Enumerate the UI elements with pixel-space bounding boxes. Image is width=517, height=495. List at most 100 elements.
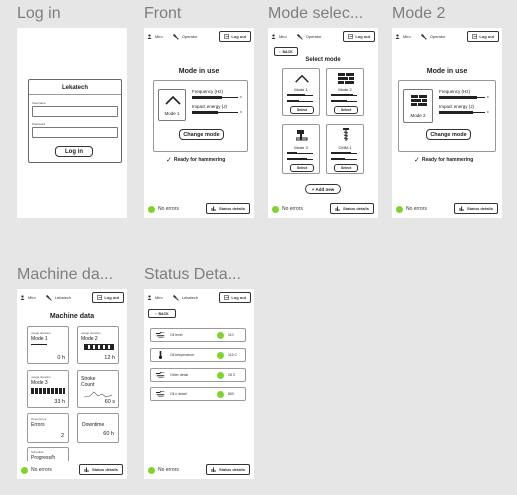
logout-label: Log out xyxy=(104,295,119,300)
arrow-left-icon: ‹ xyxy=(279,49,281,54)
status-details-button[interactable]: Status details xyxy=(453,203,498,214)
change-mode-button[interactable]: Change mode xyxy=(426,129,471,140)
frame-title-mode2: Mode 2 xyxy=(392,5,446,22)
frequency-label: Frequency (Hz) xyxy=(192,89,224,94)
frequency-max: 8 xyxy=(240,95,242,99)
front-screen: Miro Operator Log out Mode in use Mode 1… xyxy=(144,28,254,218)
select-button[interactable]: Select xyxy=(334,106,358,114)
login-heading: Lekatech xyxy=(61,85,88,91)
mode-bar-track xyxy=(331,153,357,154)
energy-bar-track xyxy=(439,112,485,113)
card-progress-bar xyxy=(31,388,65,394)
frame-title-status-details: Status Deta... xyxy=(144,266,241,283)
status-ok-dot xyxy=(217,331,224,339)
mode-bar-track xyxy=(331,159,357,160)
mode-card-4[interactable]: CMM-1 Select xyxy=(326,124,364,174)
card-caption: usage duration xyxy=(81,331,101,335)
card-caption: Occurrence xyxy=(31,417,47,421)
logout-button[interactable]: Log out xyxy=(92,292,124,303)
mode-card: Mode 1 Frequency (Hz) 8 Impact energy (J… xyxy=(153,80,248,152)
bar-chart-icon xyxy=(84,467,89,472)
status-row-label: Oil temperature xyxy=(170,353,195,357)
select-button[interactable]: Select xyxy=(290,164,314,172)
status-details-label: Status details xyxy=(218,467,245,472)
check-icon: ✓ xyxy=(414,157,420,164)
logout-label: Log out xyxy=(479,34,494,39)
status-row-oil-n-detail: Oil n detail 850 xyxy=(150,387,246,401)
logout-label: Log out xyxy=(231,295,246,300)
change-mode-button[interactable]: Change mode xyxy=(179,129,224,140)
role-label: Operator xyxy=(305,34,322,39)
status-bar: No errors Status details xyxy=(268,200,378,218)
password-field[interactable] xyxy=(32,127,118,138)
status-row-value: 28 C xyxy=(228,373,236,377)
machine-data-heading: Machine data xyxy=(49,313,95,320)
logout-label: Log out xyxy=(355,34,370,39)
mode-card-3[interactable]: Mode 3 Select xyxy=(282,124,320,174)
mode-bar-track xyxy=(287,101,313,102)
card-value: 60 h xyxy=(103,431,114,437)
data-card-errors: Occurrence Errors 2 xyxy=(27,413,69,443)
mode-card-1[interactable]: Mode 1 Select xyxy=(282,68,320,116)
bar-chart-icon xyxy=(459,206,464,211)
logout-icon xyxy=(97,295,103,300)
logout-button[interactable]: Log out xyxy=(219,292,251,303)
status-text: No errors xyxy=(406,206,427,212)
card-bar xyxy=(31,344,47,345)
user-name: Miro xyxy=(155,295,163,300)
mode-bar-track xyxy=(287,153,313,154)
select-button[interactable]: Select xyxy=(290,106,314,114)
user-icon xyxy=(271,34,276,39)
card-title: Downtime xyxy=(82,422,105,428)
user-name: Miro xyxy=(28,295,36,300)
logout-icon xyxy=(224,295,230,300)
password-label: Password xyxy=(32,122,46,126)
card-title: Stroke Count xyxy=(81,376,96,388)
frame-title-login: Log in xyxy=(17,5,61,22)
frame-title-front: Front xyxy=(144,5,182,22)
logout-button[interactable]: Log out xyxy=(219,31,251,42)
divider xyxy=(29,94,121,95)
role-label: Operator xyxy=(429,34,446,39)
oil-icon xyxy=(156,372,165,378)
frequency-label: Frequency (Hz) xyxy=(439,89,471,94)
status-ok-dot xyxy=(396,205,403,213)
status-details-button[interactable]: Status details xyxy=(78,464,123,475)
mode-bar-track xyxy=(331,101,357,102)
card-value: 12 h xyxy=(104,355,115,361)
status-details-screen: Miro Lekatech Log out ‹BACK Oil level 11… xyxy=(144,289,254,479)
status-row-label: Oil n detail xyxy=(170,392,187,396)
status-row-value: 110 xyxy=(228,333,234,337)
mode-in-use-heading: Mode in use xyxy=(178,68,220,75)
mode-bar-track xyxy=(287,159,313,160)
user-name: Miro xyxy=(279,34,287,39)
data-card-downtime: Downtime 60 h xyxy=(77,413,119,443)
logout-button[interactable]: Log out xyxy=(467,31,499,42)
mode-card-2[interactable]: Mode 2 Select xyxy=(326,68,364,116)
status-ok-dot xyxy=(21,466,28,474)
chevron-up-icon xyxy=(165,95,181,105)
logout-button[interactable]: Log out xyxy=(343,31,375,42)
user-icon xyxy=(147,295,152,300)
ready-status: ✓Ready for hammering xyxy=(166,156,225,164)
status-details-label: Status details xyxy=(218,206,245,211)
status-row-oil-level: Oil level 110 xyxy=(150,328,246,342)
bar-chart-icon xyxy=(211,467,216,472)
user-icon xyxy=(20,295,25,300)
back-button[interactable]: ‹BACK xyxy=(148,309,176,318)
back-button[interactable]: ‹BACK xyxy=(274,47,298,56)
status-details-button[interactable]: Status details xyxy=(329,203,374,214)
frequency-bar-track xyxy=(192,97,238,98)
mode-card-name: Mode 1 xyxy=(294,87,308,92)
status-details-button[interactable]: Status details xyxy=(205,203,250,214)
card-caption: usage duration xyxy=(31,331,51,335)
status-bar: No errors Status details xyxy=(144,200,254,218)
select-button[interactable]: Select xyxy=(334,164,358,172)
app-header: Miro Lekatech Log out xyxy=(144,289,254,306)
add-new-button[interactable]: + Add new xyxy=(305,184,341,194)
status-text: No errors xyxy=(31,467,52,473)
username-field[interactable] xyxy=(32,106,118,117)
back-label: BACK xyxy=(282,49,293,54)
status-details-button[interactable]: Status details xyxy=(205,464,250,475)
login-button[interactable]: Log in xyxy=(55,146,93,157)
